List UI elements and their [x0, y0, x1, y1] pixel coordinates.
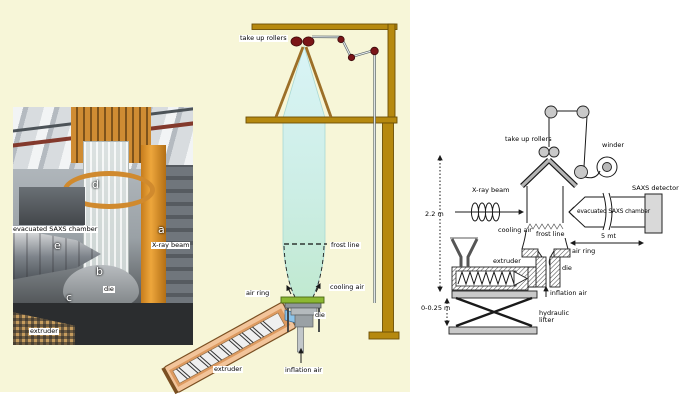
frost-band-r [526, 223, 564, 230]
cooling-air-arrow-right [315, 283, 321, 293]
die-lower-block [294, 314, 314, 328]
label-r-air-ring: air ring [572, 247, 596, 255]
film-loop [548, 110, 601, 179]
label-r-winder: winder [602, 141, 625, 149]
die-r-right [549, 256, 561, 288]
winder-outer [596, 156, 618, 178]
air-ring-r-right [553, 248, 571, 258]
label-r-saxs-detector: SAXS detector [632, 184, 679, 192]
label-mid-inflation-air: inflation air [284, 366, 323, 375]
photo-letter-a: a [158, 223, 165, 236]
label-mid-take-up-rollers: take up rollers [239, 34, 288, 43]
label-photo-xray-beam: X-ray beam [151, 241, 191, 250]
collapsing-frame-r [520, 158, 578, 188]
screw-flights [176, 320, 275, 380]
label-r-inflation-air: inflation air [550, 289, 587, 297]
winder-core [602, 162, 612, 172]
middle-film-blowing-schematic [161, 23, 400, 395]
guide-roller-3 [370, 46, 379, 56]
label-r-dim-height: 2.2 m [425, 210, 444, 218]
air-ring-r-left [521, 248, 539, 258]
guide-roller-2 [347, 53, 356, 62]
take-up-roller-r2 [548, 146, 560, 158]
label-r-cooling-air: cooling air [498, 226, 532, 234]
chamber-tip-arrow [568, 206, 575, 218]
label-r-hydraulic-lifter: hydraulic lifter [538, 309, 570, 325]
die-r-left [535, 256, 547, 288]
photo-die-drum [63, 265, 139, 309]
frame-mid-bar [245, 116, 398, 124]
label-r-die: die [562, 264, 572, 272]
label-photo-die: die [103, 285, 115, 294]
frame-lower-pole [382, 122, 394, 334]
take-up-roller-r1 [538, 146, 550, 158]
chamber-funnel [568, 196, 645, 228]
scissor-lift [455, 296, 533, 328]
collapsing-frame-r-outline [520, 158, 578, 188]
extruder-barrel [161, 302, 297, 395]
label-r-take-up-rollers: take up rollers [505, 135, 552, 143]
loop-roller-top-right [576, 105, 590, 119]
guide-roller-1 [337, 35, 345, 44]
photo-mid-machinery [19, 187, 85, 225]
label-r-dim-lifter: 0-0.25 m [421, 304, 451, 312]
label-mid-cooling-air: cooling air [329, 283, 365, 292]
lifter-top-platform [451, 290, 538, 299]
label-r-xray-beam: X-ray beam [472, 186, 510, 194]
loop-roller-lower [574, 165, 588, 179]
chamber-break-marks [602, 192, 613, 231]
air-ring-mid [280, 296, 325, 304]
photo-letter-e: e [54, 239, 61, 252]
label-r-dim-5mt: 5 mt [601, 232, 617, 240]
label-r-frost-line: frost line [535, 230, 566, 239]
photo-letter-d: d [92, 178, 99, 191]
film-path-highlight [311, 36, 376, 303]
label-r-evacuated-chamber: evacuated SAXS chamber [577, 209, 651, 215]
frame-upper-pole [387, 23, 396, 124]
hopper-r [450, 238, 479, 267]
xray-coil [470, 202, 501, 222]
bubble-walls-r [521, 186, 569, 287]
die-plate [284, 302, 322, 309]
label-mid-extruder: extruder [213, 365, 243, 374]
take-up-roller-left [290, 36, 303, 47]
photo-letter-c: c [66, 291, 73, 304]
inflation-pipe [297, 326, 304, 353]
cooling-air-arrow-left [286, 285, 292, 295]
label-photo-extruder: extruder [29, 327, 59, 336]
frame-top-bar [251, 23, 398, 30]
label-mid-frost-line: frost line [330, 241, 361, 250]
label-r-extruder: extruder [493, 257, 521, 265]
label-r-hydraulic-line1: hydraulic [539, 309, 570, 317]
lifter-bottom-platform [448, 326, 538, 335]
experiment-photo [13, 107, 193, 345]
saxs-detector-box [644, 193, 663, 234]
label-mid-die: die [314, 311, 326, 320]
extruder-endcap [161, 367, 179, 395]
extruder-r-screw [457, 270, 515, 286]
label-r-hydraulic-line2: lifter [539, 316, 555, 325]
loop-roller-top-left [544, 105, 558, 119]
extruder-r-tip [513, 270, 528, 287]
label-photo-evacuated-chamber: evacuated SAXS chamber [12, 225, 99, 234]
chamber-break-gap [604, 195, 611, 229]
collapsing-frame [274, 46, 333, 118]
frame-base [368, 331, 400, 340]
take-up-roller-right [302, 36, 315, 47]
photo-letter-b: b [96, 265, 103, 278]
label-mid-air-ring: air ring [245, 289, 271, 298]
right-line-schematic [437, 105, 663, 335]
bubble-neck-dashes [283, 245, 325, 300]
